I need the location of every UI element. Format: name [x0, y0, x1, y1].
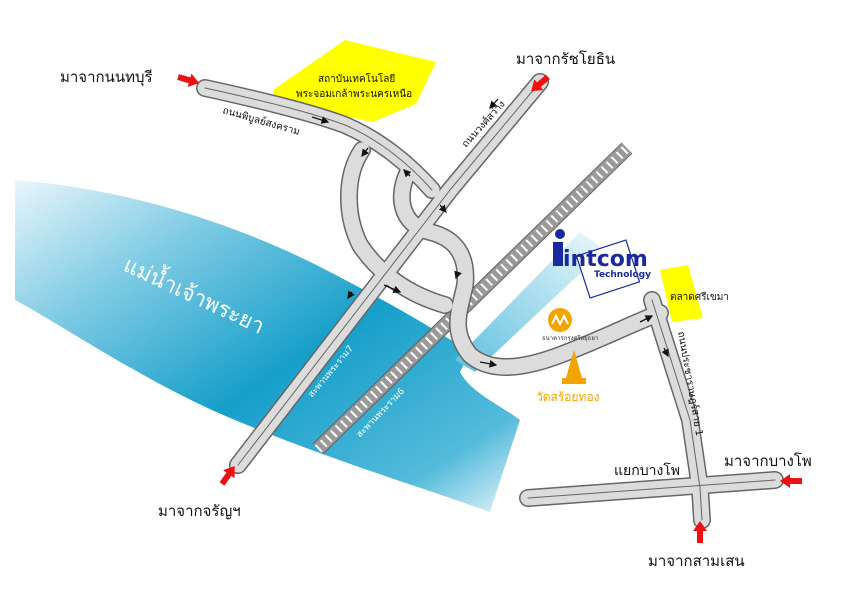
red-arrows — [177, 73, 802, 543]
company-tagline: Technology — [594, 270, 651, 280]
chao-phraya-river — [15, 180, 520, 512]
arrow-from-ratchayothin — [531, 74, 550, 92]
institute-label-line1: สถาบันเทคโนโลยี — [318, 72, 395, 85]
arrow-from-nonthaburi — [177, 73, 200, 88]
roads — [196, 73, 784, 529]
junction-label: แยกบางโพ — [614, 462, 680, 479]
direction-from-charan: มาจากจรัญฯ — [158, 502, 241, 520]
flow-arrows — [311, 98, 669, 368]
company-logo-icon — [553, 229, 565, 266]
market-area — [660, 265, 703, 322]
direction-from-ratchayothin: มาจากรัชโยธิน — [516, 50, 615, 68]
institute-label-line2: พระจอมเกล้าพระนครเหนือ — [296, 88, 412, 100]
direction-from-bangpho: มาจากบางโพ — [724, 452, 812, 470]
temple-icon — [562, 350, 586, 384]
arrow-from-charan — [219, 465, 235, 486]
direction-from-nonthaburi: มาจากนนทบุรี — [60, 68, 153, 87]
bank-logo-icon — [548, 308, 572, 332]
direction-from-samsen: มาจากสามเสน — [648, 552, 745, 570]
company-name: intcom — [563, 247, 648, 272]
canal — [455, 232, 605, 372]
arrow-from-bangpho — [780, 474, 802, 488]
arrow-from-samsen — [693, 521, 707, 543]
market-label: ตลาดศรีเขมา — [670, 291, 729, 303]
temple-label: วัดสร้อยทอง — [536, 390, 600, 404]
company-building — [575, 239, 641, 299]
institute-area — [273, 40, 436, 122]
bank-label: ธนาคารกรุงศรีอยุธยา — [542, 334, 598, 342]
